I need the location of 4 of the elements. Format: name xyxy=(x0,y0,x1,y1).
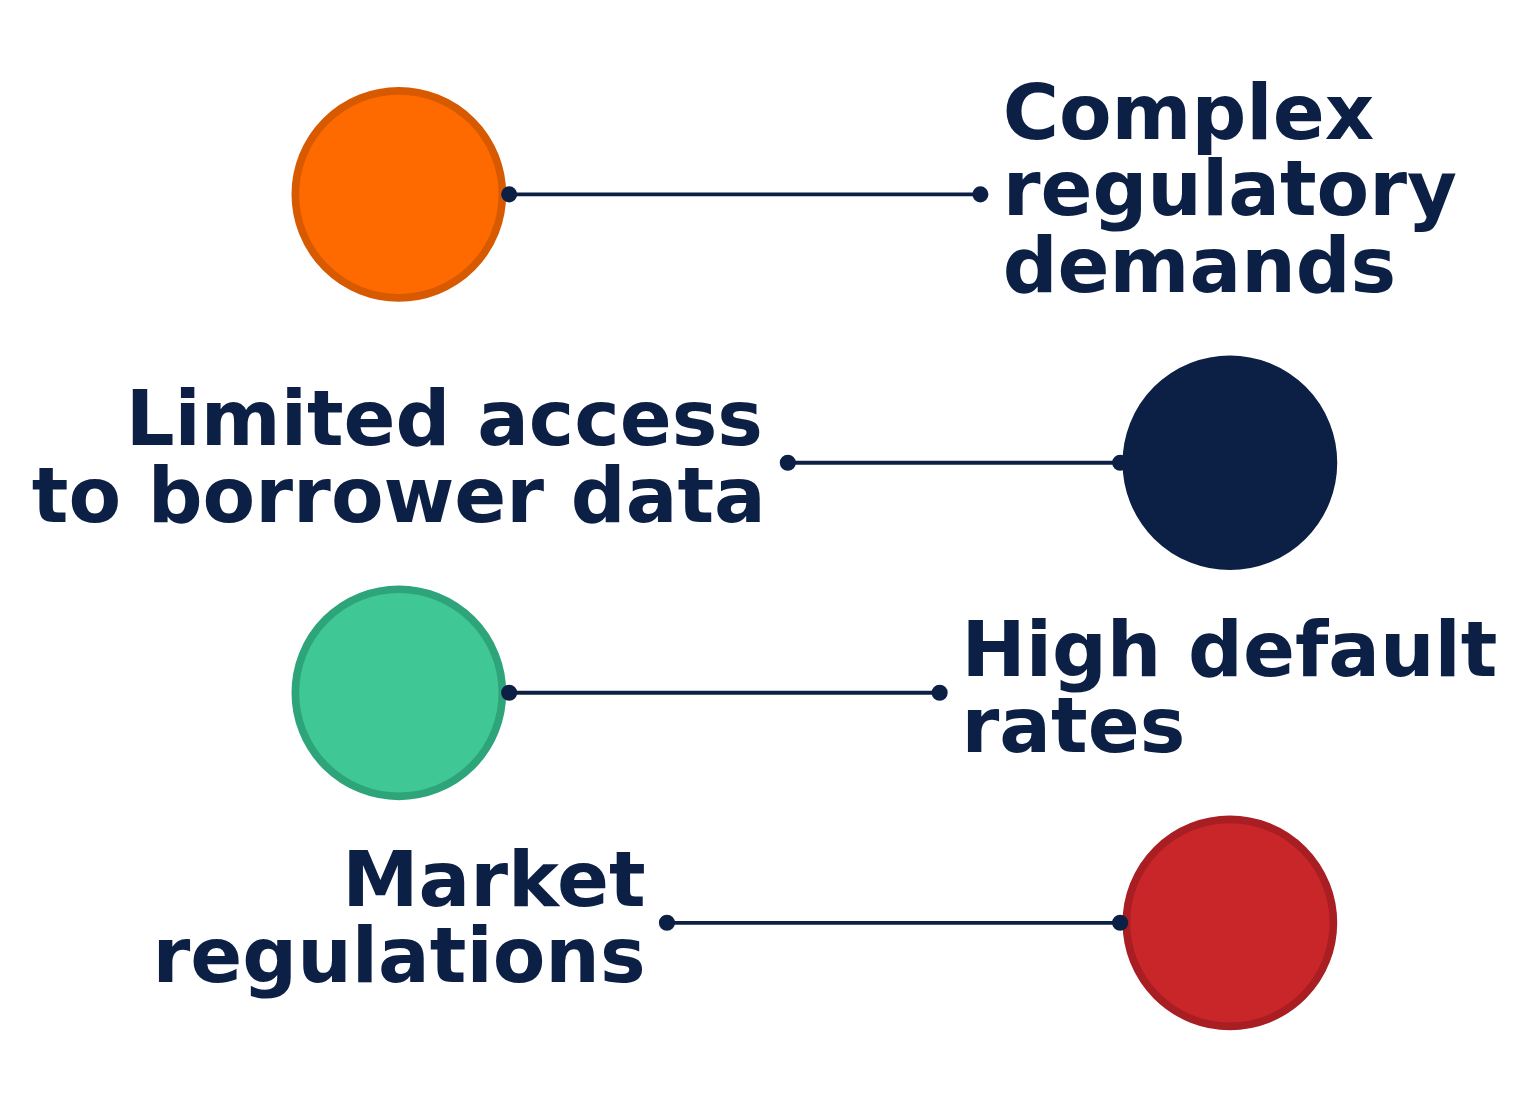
node-text: Complex regulatory demands xyxy=(1002,67,1458,311)
node-text: High default rates xyxy=(961,604,1498,771)
node-text: Market regulations xyxy=(152,834,646,1001)
node-text: Limited access to borrower data xyxy=(31,374,766,541)
